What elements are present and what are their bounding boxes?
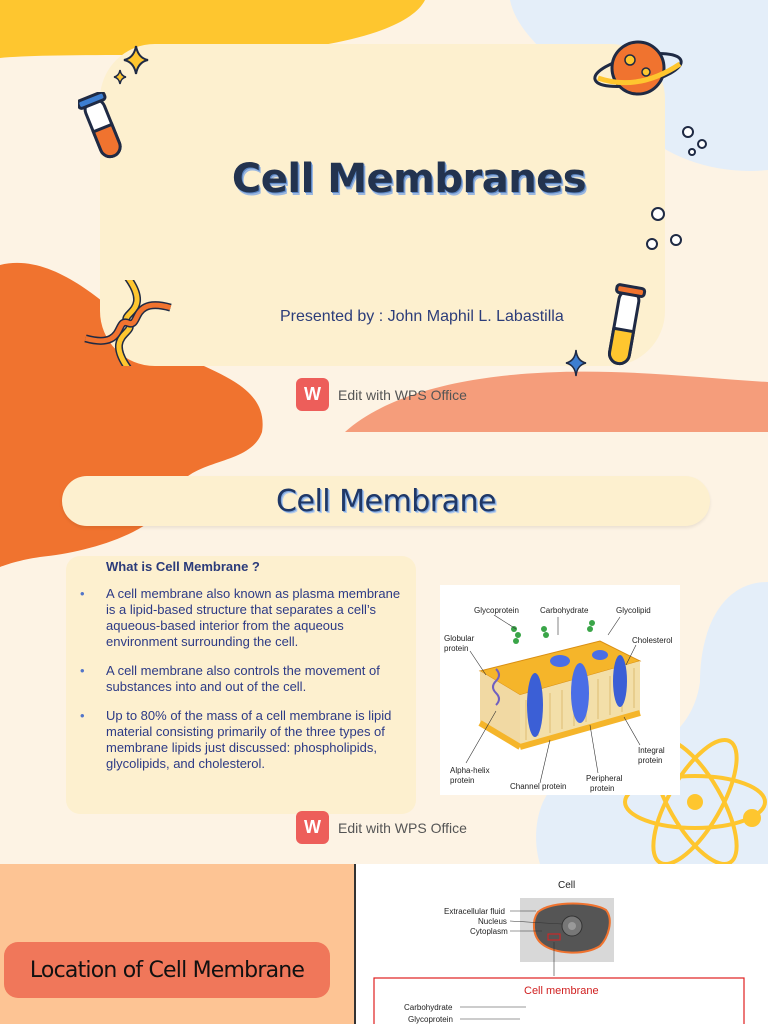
wps-watermark-text: Edit with WPS Office <box>338 819 467 836</box>
bullet-item: A cell membrane also controls the moveme… <box>66 663 406 695</box>
wps-logo-icon: W <box>296 811 329 844</box>
label-cholesterol: Cholesterol <box>632 636 673 645</box>
label-integral: Integral <box>638 746 665 755</box>
membrane-diagram-image: Glycoprotein Carbohydrate Glycolipid Glo… <box>440 585 680 795</box>
bubbles-icon <box>682 126 707 156</box>
slide-location: Location of Cell Membrane Cell Extracell… <box>0 864 768 1024</box>
label-glycolipid: Glycolipid <box>616 606 651 615</box>
presenter-text: Presented by : John Maphil L. Labastilla <box>280 308 564 325</box>
definition-question: What is Cell Membrane ? <box>106 559 260 574</box>
slide-title: Cell Membranes Presented by : John Maphi… <box>0 0 768 432</box>
label-cytoplasm: Cytoplasm <box>470 927 508 936</box>
bullet-item: Up to 80% of the mass of a cell membrane… <box>66 708 406 772</box>
test-tube-icon <box>78 92 122 159</box>
definition-card: What is Cell Membrane ? A cell membrane … <box>66 556 416 814</box>
definition-bullets: A cell membrane also known as plasma mem… <box>66 586 406 785</box>
bubbles-icon <box>646 207 682 250</box>
label-alpha-helix: protein <box>450 776 474 785</box>
slide2-title: Cell Membrane <box>276 483 496 519</box>
wps-watermark[interactable]: W Edit with WPS Office <box>296 378 467 411</box>
label-cell-membrane: Cell membrane <box>524 985 599 997</box>
slide2-title-banner: Cell Membrane <box>62 476 710 526</box>
slide3-title-banner: Location of Cell Membrane <box>4 942 330 998</box>
label-globular: protein <box>444 644 468 653</box>
label-glycoprotein: Glycoprotein <box>408 1015 453 1024</box>
wps-watermark[interactable]: W Edit with WPS Office <box>296 811 467 844</box>
label-peripheral: Peripheral <box>586 774 623 783</box>
label-channel: Channel protein <box>510 782 566 791</box>
label-carbohydrate: Carbohydrate <box>404 1003 453 1012</box>
label-peripheral: protein <box>590 784 614 793</box>
label-alpha-helix: Alpha-helix <box>450 766 490 775</box>
wps-logo-icon: W <box>296 378 329 411</box>
dna-icon <box>84 280 172 366</box>
wps-watermark-text: Edit with WPS Office <box>338 386 467 403</box>
label-glycoprotein: Glycoprotein <box>474 606 519 615</box>
slide-cell-membrane: Cell Membrane What is Cell Membrane ? A … <box>0 432 768 864</box>
planet-icon <box>593 40 683 96</box>
label-integral: protein <box>638 756 662 765</box>
slide1-background-shapes <box>0 0 768 432</box>
slide1-title: Cell Membranes <box>231 156 587 202</box>
cell-location-diagram-image: Cell Extracellular fluid Nucleus Cytopla… <box>356 864 768 1024</box>
label-cell: Cell <box>558 880 575 891</box>
label-globular: Globular <box>444 634 475 643</box>
label-carbohydrate: Carbohydrate <box>540 606 589 615</box>
bullet-item: A cell membrane also known as plasma mem… <box>66 586 406 650</box>
test-tube-icon <box>607 283 647 366</box>
sparkle-icon <box>113 45 149 85</box>
sparkle-icon <box>565 349 587 377</box>
label-extracellular: Extracellular fluid <box>444 907 505 916</box>
slide3-title: Location of Cell Membrane <box>29 957 305 983</box>
label-nucleus: Nucleus <box>478 917 507 926</box>
panel-divider <box>354 864 356 1024</box>
